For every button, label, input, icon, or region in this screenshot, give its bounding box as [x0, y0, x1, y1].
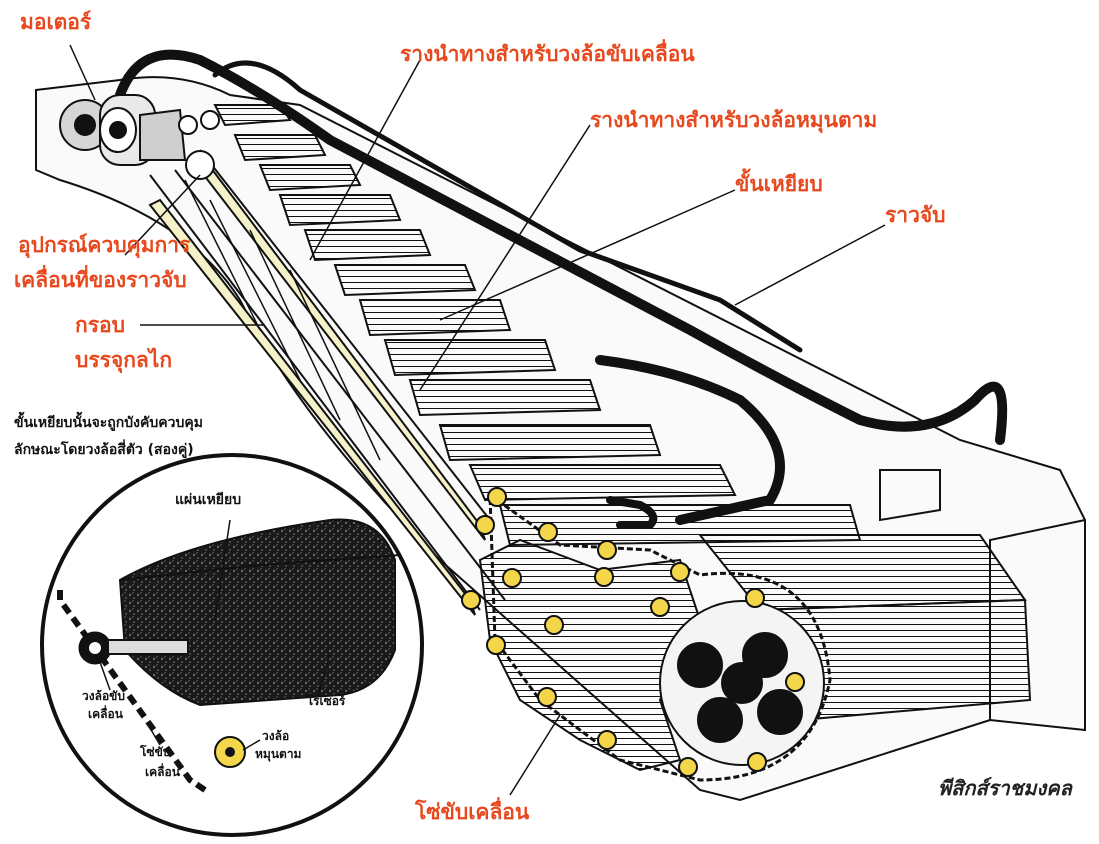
trailer-wheel-label-line2: หมุนตาม: [255, 747, 302, 761]
motor: [59, 94, 220, 180]
trailer-guide-rail-label: รางนำทางสำหรับวงล้อหมุนตาม: [590, 108, 878, 132]
handrail-label: ราวจับ: [885, 203, 946, 227]
riser-label: ไรเซอร์: [307, 694, 346, 708]
chain-label-line2: เคลื่อน: [145, 765, 180, 779]
inset-caption-line1: ขั้นเหยียบนั้นจะถูกบังคับควบคุม: [14, 415, 203, 431]
chain-label-line1: โซ่ขับ: [140, 745, 171, 759]
inset-detail: [40, 453, 424, 837]
trailer-wheel-label-line1: วงล้อ: [262, 729, 290, 743]
drive-wheel-label-line1: วงล้อขับ: [82, 689, 125, 703]
lower-mechanism: [478, 538, 825, 772]
drive-wheel-label-line2: เคลื่อน: [88, 707, 123, 721]
drive-chain-label: โซ่ขับเคลื่อน: [415, 800, 530, 824]
inset-caption-line2: ลักษณะโดยวงล้อสี่ตัว (สองคู่): [14, 442, 194, 458]
escalator-steps: [213, 104, 1032, 722]
truss-label-line1: กรอบ: [75, 313, 125, 337]
watermark: พีสิกส์ราชมงคล: [938, 776, 1072, 800]
leader-lines: [69, 44, 886, 796]
motor-label: มอเตอร์: [20, 10, 92, 34]
drive-guide-rail-label: รางนำทางสำหรับวงล้อขับเคลื่อน: [400, 42, 695, 66]
handrails: [115, 49, 1008, 529]
handrail-drive-label-line2: เคลื่อนที่ของราวจับ: [14, 268, 187, 292]
truss-label-line2: บรรจุกลไก: [75, 348, 173, 372]
truss-frame: [148, 149, 506, 616]
handrail-drive-label-line1: อุปกรณ์ควบคุมการ: [18, 233, 191, 257]
rollers: [461, 487, 805, 777]
drive-chain: [488, 492, 832, 782]
step-label: ขั้นเหยียบ: [735, 172, 823, 196]
tread-label: แผ่นเหยียบ: [175, 492, 242, 508]
